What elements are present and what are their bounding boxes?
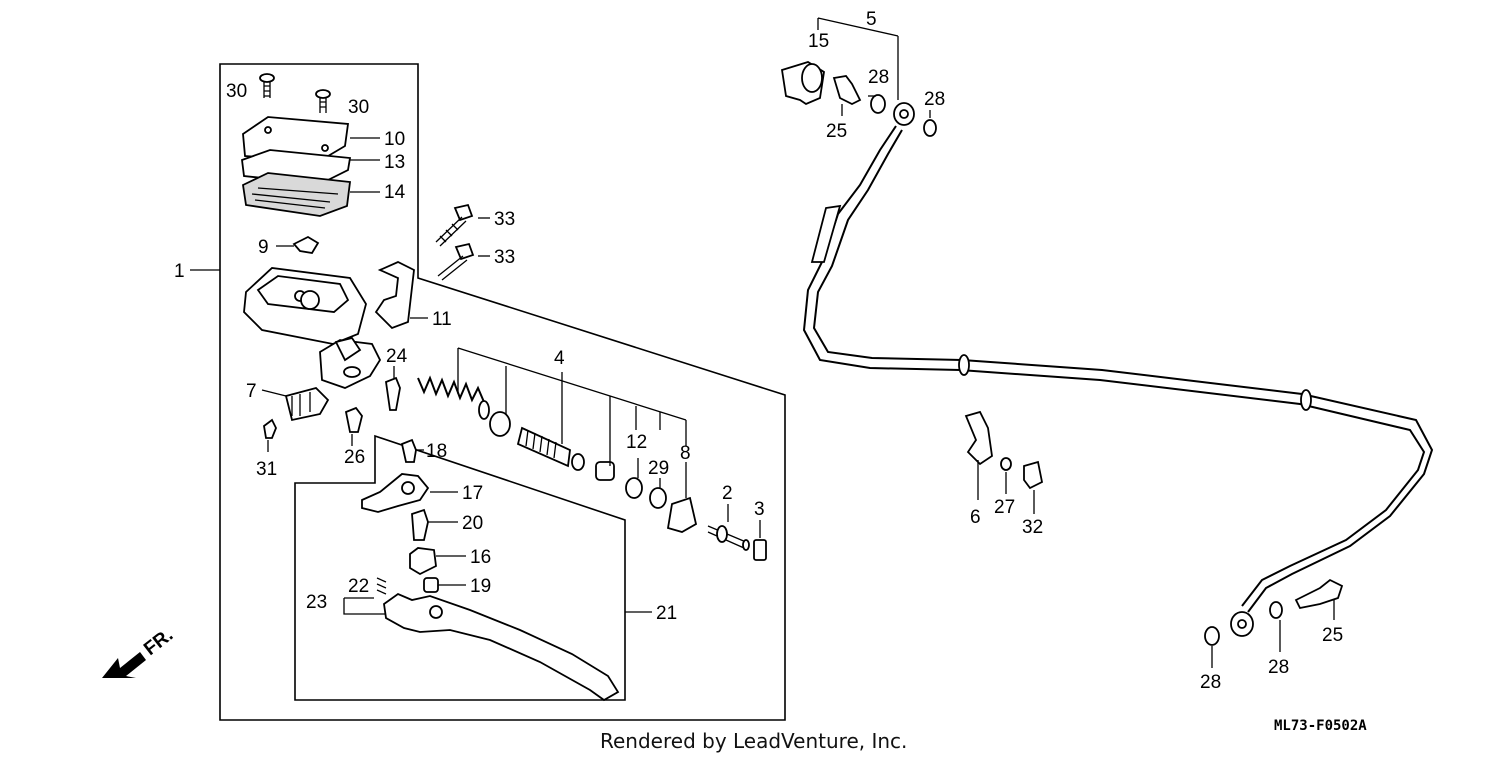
label-20: 20 bbox=[462, 513, 483, 534]
label-32: 32 bbox=[1022, 517, 1043, 538]
nut-19 bbox=[423, 577, 439, 593]
bolt-32 bbox=[1023, 460, 1044, 490]
label-5: 5 bbox=[866, 9, 877, 30]
credit-text: Rendered by LeadVenture, Inc. bbox=[600, 729, 907, 753]
boot-26 bbox=[344, 406, 363, 433]
diaphragm bbox=[242, 172, 352, 217]
label-22: 22 bbox=[348, 576, 369, 597]
cup-12 bbox=[595, 461, 615, 481]
adjuster-17 bbox=[361, 473, 430, 513]
label-3: 3 bbox=[754, 499, 765, 520]
label-28d: 28 bbox=[1268, 657, 1289, 678]
label-33b: 33 bbox=[494, 247, 515, 268]
label-26: 26 bbox=[344, 447, 365, 468]
spring-22 bbox=[376, 577, 387, 595]
clip bbox=[292, 235, 320, 254]
label-19: 19 bbox=[470, 576, 491, 597]
label-1: 1 bbox=[174, 261, 185, 282]
washer-27 bbox=[1000, 457, 1012, 471]
nut-3 bbox=[753, 539, 767, 561]
clutch-lever bbox=[383, 592, 620, 702]
label-24: 24 bbox=[386, 346, 408, 367]
part-labels: 1 30 30 10 13 14 9 33 33 11 24 7 31 26 1… bbox=[174, 9, 1343, 693]
screw-20 bbox=[411, 508, 429, 541]
piston bbox=[516, 426, 585, 471]
screw-30-b bbox=[315, 89, 331, 113]
front-arrow-icon bbox=[102, 652, 146, 678]
spring-seat bbox=[489, 411, 511, 437]
label-18: 18 bbox=[426, 441, 447, 462]
bleeder-24 bbox=[385, 376, 401, 411]
clamp-holder bbox=[374, 261, 415, 330]
master-cylinder-body bbox=[243, 267, 382, 389]
washer-28-bottom-b bbox=[1269, 601, 1283, 619]
label-27: 27 bbox=[994, 497, 1015, 518]
front-marker: FR. bbox=[140, 625, 177, 660]
banjo-elbow-15 bbox=[780, 61, 825, 106]
label-23: 23 bbox=[306, 592, 327, 613]
label-29: 29 bbox=[648, 458, 669, 479]
label-14: 14 bbox=[384, 182, 406, 203]
lever-subframe bbox=[294, 434, 626, 701]
diagram-code: ML73-F0502A bbox=[1274, 718, 1367, 734]
label-6: 6 bbox=[970, 507, 981, 528]
label-33a: 33 bbox=[494, 209, 515, 230]
label-25a: 25 bbox=[826, 121, 847, 142]
bolt-33-b bbox=[437, 242, 475, 281]
label-28a: 28 bbox=[868, 67, 889, 88]
label-25b: 25 bbox=[1322, 625, 1343, 646]
label-28c: 28 bbox=[1200, 672, 1221, 693]
label-15: 15 bbox=[808, 31, 829, 52]
hose-banjo-bottom bbox=[1230, 611, 1254, 637]
label-2: 2 bbox=[722, 483, 733, 504]
label-10: 10 bbox=[384, 129, 405, 150]
label-17: 17 bbox=[462, 483, 483, 504]
label-13: 13 bbox=[384, 152, 405, 173]
label-16: 16 bbox=[470, 547, 491, 568]
label-11: 11 bbox=[432, 309, 452, 330]
label-31: 31 bbox=[256, 459, 277, 480]
leader-lines bbox=[190, 17, 1335, 668]
boot-8 bbox=[666, 496, 698, 533]
label-12: 12 bbox=[626, 432, 647, 453]
screw-30-a bbox=[259, 73, 275, 98]
washer-12 bbox=[625, 477, 643, 499]
oil-bolt-25-bottom bbox=[1294, 578, 1344, 610]
washer-28-top-a bbox=[870, 94, 886, 114]
circlip-29 bbox=[649, 487, 667, 509]
label-30b: 30 bbox=[348, 97, 369, 118]
label-28b: 28 bbox=[924, 89, 945, 110]
label-4: 4 bbox=[554, 348, 565, 369]
hose-banjo-top bbox=[893, 102, 915, 126]
bolt-18 bbox=[400, 438, 417, 463]
hose-clamp-6 bbox=[964, 410, 993, 466]
label-30a: 30 bbox=[226, 81, 247, 102]
clutch-hose bbox=[802, 125, 1434, 613]
oil-bolt-25-top bbox=[832, 75, 862, 106]
label-8: 8 bbox=[680, 443, 691, 464]
spring bbox=[417, 375, 490, 420]
screw-31 bbox=[263, 418, 277, 439]
label-9: 9 bbox=[258, 237, 269, 258]
assembly-frame bbox=[219, 63, 786, 721]
stop-switch bbox=[284, 386, 330, 422]
label-7: 7 bbox=[246, 381, 257, 402]
bushing-16 bbox=[409, 547, 437, 576]
washer-28-bottom-a bbox=[1204, 626, 1220, 646]
pushrod bbox=[707, 525, 750, 551]
label-21: 21 bbox=[656, 603, 677, 624]
bolt-33-a bbox=[435, 203, 474, 247]
washer-28-top-b bbox=[923, 119, 937, 137]
